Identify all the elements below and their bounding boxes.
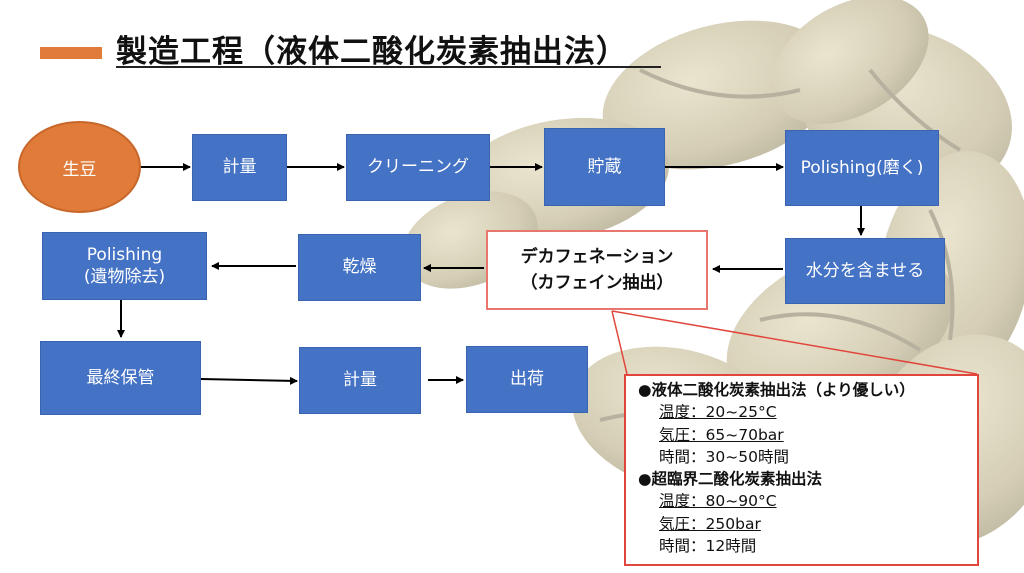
method2-time: 時間：12時間 xyxy=(638,535,977,557)
node-drying-label: 乾燥 xyxy=(342,257,377,278)
node-polishing-remove-line2: (遺物除去) xyxy=(83,267,166,287)
method2-pressure: 気圧：250bar xyxy=(638,513,977,535)
node-final-storage-label: 最終保管 xyxy=(86,367,155,388)
title-accent-bar xyxy=(40,47,102,59)
node-moisten: 水分を含ませる xyxy=(785,238,945,304)
node-final-storage: 最終保管 xyxy=(40,341,201,415)
node-weigh-1-label: 計量 xyxy=(222,157,257,178)
node-cleaning: クリーニング xyxy=(346,134,490,201)
method1-pressure-label: 気圧 xyxy=(659,425,691,444)
node-decaffeination-title: デカフェネーション xyxy=(520,246,674,267)
node-drying: 乾燥 xyxy=(298,234,421,301)
node-shipping: 出荷 xyxy=(466,346,588,413)
method1-time: 時間：30~50時間 xyxy=(638,446,977,468)
node-polishing-grind: Polishing(磨く) xyxy=(785,130,939,206)
method1-pressure: 気圧：65~70bar xyxy=(638,424,977,446)
method1-pressure-value: ：65~70bar xyxy=(690,425,784,444)
node-decaffeination: デカフェネーション （カフェイン抽出） xyxy=(486,230,708,310)
method2-pressure-label: 気圧 xyxy=(659,514,691,533)
node-storage: 貯蔵 xyxy=(544,128,665,206)
method1-time-value: ：30~50時間 xyxy=(690,447,789,466)
node-polishing-remove: Polishing (遺物除去) xyxy=(42,232,207,300)
method2-temperature: 温度：80~90°C xyxy=(638,490,977,512)
method1-temperature: 温度：20~25°C xyxy=(638,401,977,423)
title-underline xyxy=(116,66,661,68)
node-decaffeination-subtitle: （カフェイン抽出） xyxy=(520,273,674,293)
node-polishing-grind-label: Polishing(磨く) xyxy=(800,157,924,178)
method2-pressure-value: ：250bar xyxy=(690,514,761,533)
page-title: 製造工程（液体二酸化炭素抽出法） xyxy=(116,34,628,70)
method2-temperature-value: ：80~90°C xyxy=(690,492,777,511)
node-cleaning-label: クリーニング xyxy=(367,157,469,178)
node-moisten-label: 水分を含ませる xyxy=(805,260,925,281)
method2-time-value: ：12時間 xyxy=(690,537,757,556)
node-shipping-label: 出荷 xyxy=(510,369,544,390)
method1-temperature-value: ：20~25°C xyxy=(690,403,777,422)
node-green-beans: 生豆 xyxy=(18,121,141,213)
node-storage-label: 貯蔵 xyxy=(587,156,622,177)
method2-time-label: 時間 xyxy=(659,537,691,556)
extraction-methods-callout: ●液体二酸化炭素抽出法（より優しい） 温度：20~25°C 気圧：65~70ba… xyxy=(624,374,979,566)
node-weigh-2-label: 計量 xyxy=(343,370,377,391)
method2-title: ●超臨界二酸化炭素抽出法 xyxy=(638,470,823,489)
node-weigh-1: 計量 xyxy=(192,134,287,201)
node-green-beans-label: 生豆 xyxy=(62,159,97,180)
method1-temperature-label: 温度 xyxy=(659,403,691,422)
node-polishing-remove-line1: Polishing xyxy=(86,244,163,265)
node-weigh-2: 計量 xyxy=(299,347,421,414)
method2-temperature-label: 温度 xyxy=(659,492,691,511)
method1-title: ●液体二酸化炭素抽出法（より優しい） xyxy=(638,381,915,399)
method1-time-label: 時間 xyxy=(659,447,691,466)
